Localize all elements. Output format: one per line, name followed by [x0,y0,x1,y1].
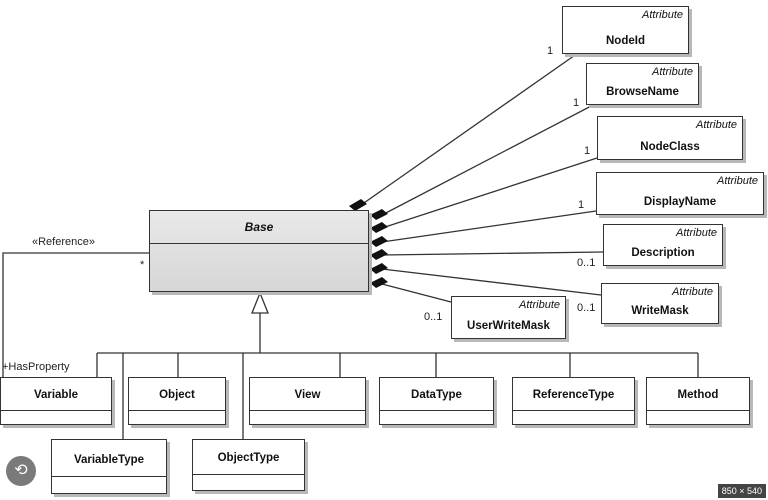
composition-diamond [370,277,388,288]
class-divider [129,410,225,411]
attribute-name: WriteMask [631,305,689,317]
displayname-association-line [381,210,597,243]
attribute-name: BrowseName [606,86,679,98]
attribute-name: Description [631,247,695,259]
attribute-name: DisplayName [643,196,717,208]
generalization-arrow [251,291,269,314]
class-name: Variable [33,389,79,401]
browsename-multiplicity: 1 [573,97,580,109]
stereotype-label: Attribute [696,119,737,131]
visual-search-button[interactable]: ⟲ [6,456,36,486]
attribute-name: NodeId [606,35,645,47]
reference-multiplicity: * [140,259,145,271]
class-name: VariableType [73,454,145,466]
attribute-nodeid: Attribute NodeId [562,6,689,54]
class-view: View [249,377,366,425]
nodeid-multiplicity: 1 [547,45,554,57]
attribute-displayname: Attribute DisplayName [596,172,764,215]
composition-diamond [370,222,388,233]
class-name: View [294,389,321,401]
description-association-line [381,251,604,256]
class-name: ObjectType [217,452,280,464]
attribute-userwritemask: Attribute UserWriteMask [451,296,566,339]
class-variabletype: VariableType [51,439,167,494]
userwritemask-association-line [381,283,452,303]
stereotype-label: Attribute [519,299,560,311]
nodeid-association-line [360,52,579,206]
class-divider [380,410,493,411]
attribute-nodeclass: Attribute NodeClass [597,116,743,160]
userwritemask-multiplicity: 0..1 [424,311,443,323]
composition-diamond [370,209,388,220]
nodeclass-multiplicity: 1 [584,145,591,157]
base-class-name: Base [244,220,274,234]
writemask-multiplicity: 0..1 [577,302,596,314]
class-name: DataType [411,389,462,401]
image-size-tag: 850 × 540 [717,484,766,498]
composition-diamond [349,199,367,211]
description-multiplicity: 0..1 [577,257,596,269]
hasproperty-role-label: +HasProperty [2,361,70,373]
composition-diamond [370,249,388,260]
class-objecttype: ObjectType [192,439,305,491]
composition-diamond [370,236,388,247]
base-class: Base [149,210,369,292]
attribute-writemask: Attribute WriteMask [601,283,719,324]
reference-stereotype-label: «Reference» [32,236,95,248]
stereotype-label: Attribute [642,9,683,21]
class-name: Object [159,389,195,401]
stereotype-label: Attribute [676,227,717,239]
class-name: ReferenceType [532,389,615,401]
class-datatype: DataType [379,377,494,425]
displayname-multiplicity: 1 [578,199,585,211]
attribute-description: Attribute Description [603,224,723,266]
class-variable: Variable [0,377,112,425]
stereotype-label: Attribute [652,66,693,78]
writemask-association-line [381,268,602,296]
class-divider [1,410,111,411]
class-divider [513,410,634,411]
stereotype-label: Attribute [717,175,758,187]
stereotype-label: Attribute [672,286,713,298]
class-divider [52,476,166,477]
class-referencetype: ReferenceType [512,377,635,425]
class-object: Object [128,377,226,425]
lens-icon: ⟲ [14,462,28,479]
browsename-association-line [381,103,596,216]
base-class-divider [150,243,368,244]
attribute-name: NodeClass [640,141,700,153]
class-divider [647,410,749,411]
attribute-name: UserWriteMask [467,320,550,332]
attribute-browsename: Attribute BrowseName [586,63,699,105]
composition-diamond [370,263,388,274]
class-method: Method [646,377,750,425]
nodeclass-association-line [381,157,598,229]
class-divider [250,410,365,411]
class-divider [193,474,304,475]
class-name: Method [677,389,719,401]
